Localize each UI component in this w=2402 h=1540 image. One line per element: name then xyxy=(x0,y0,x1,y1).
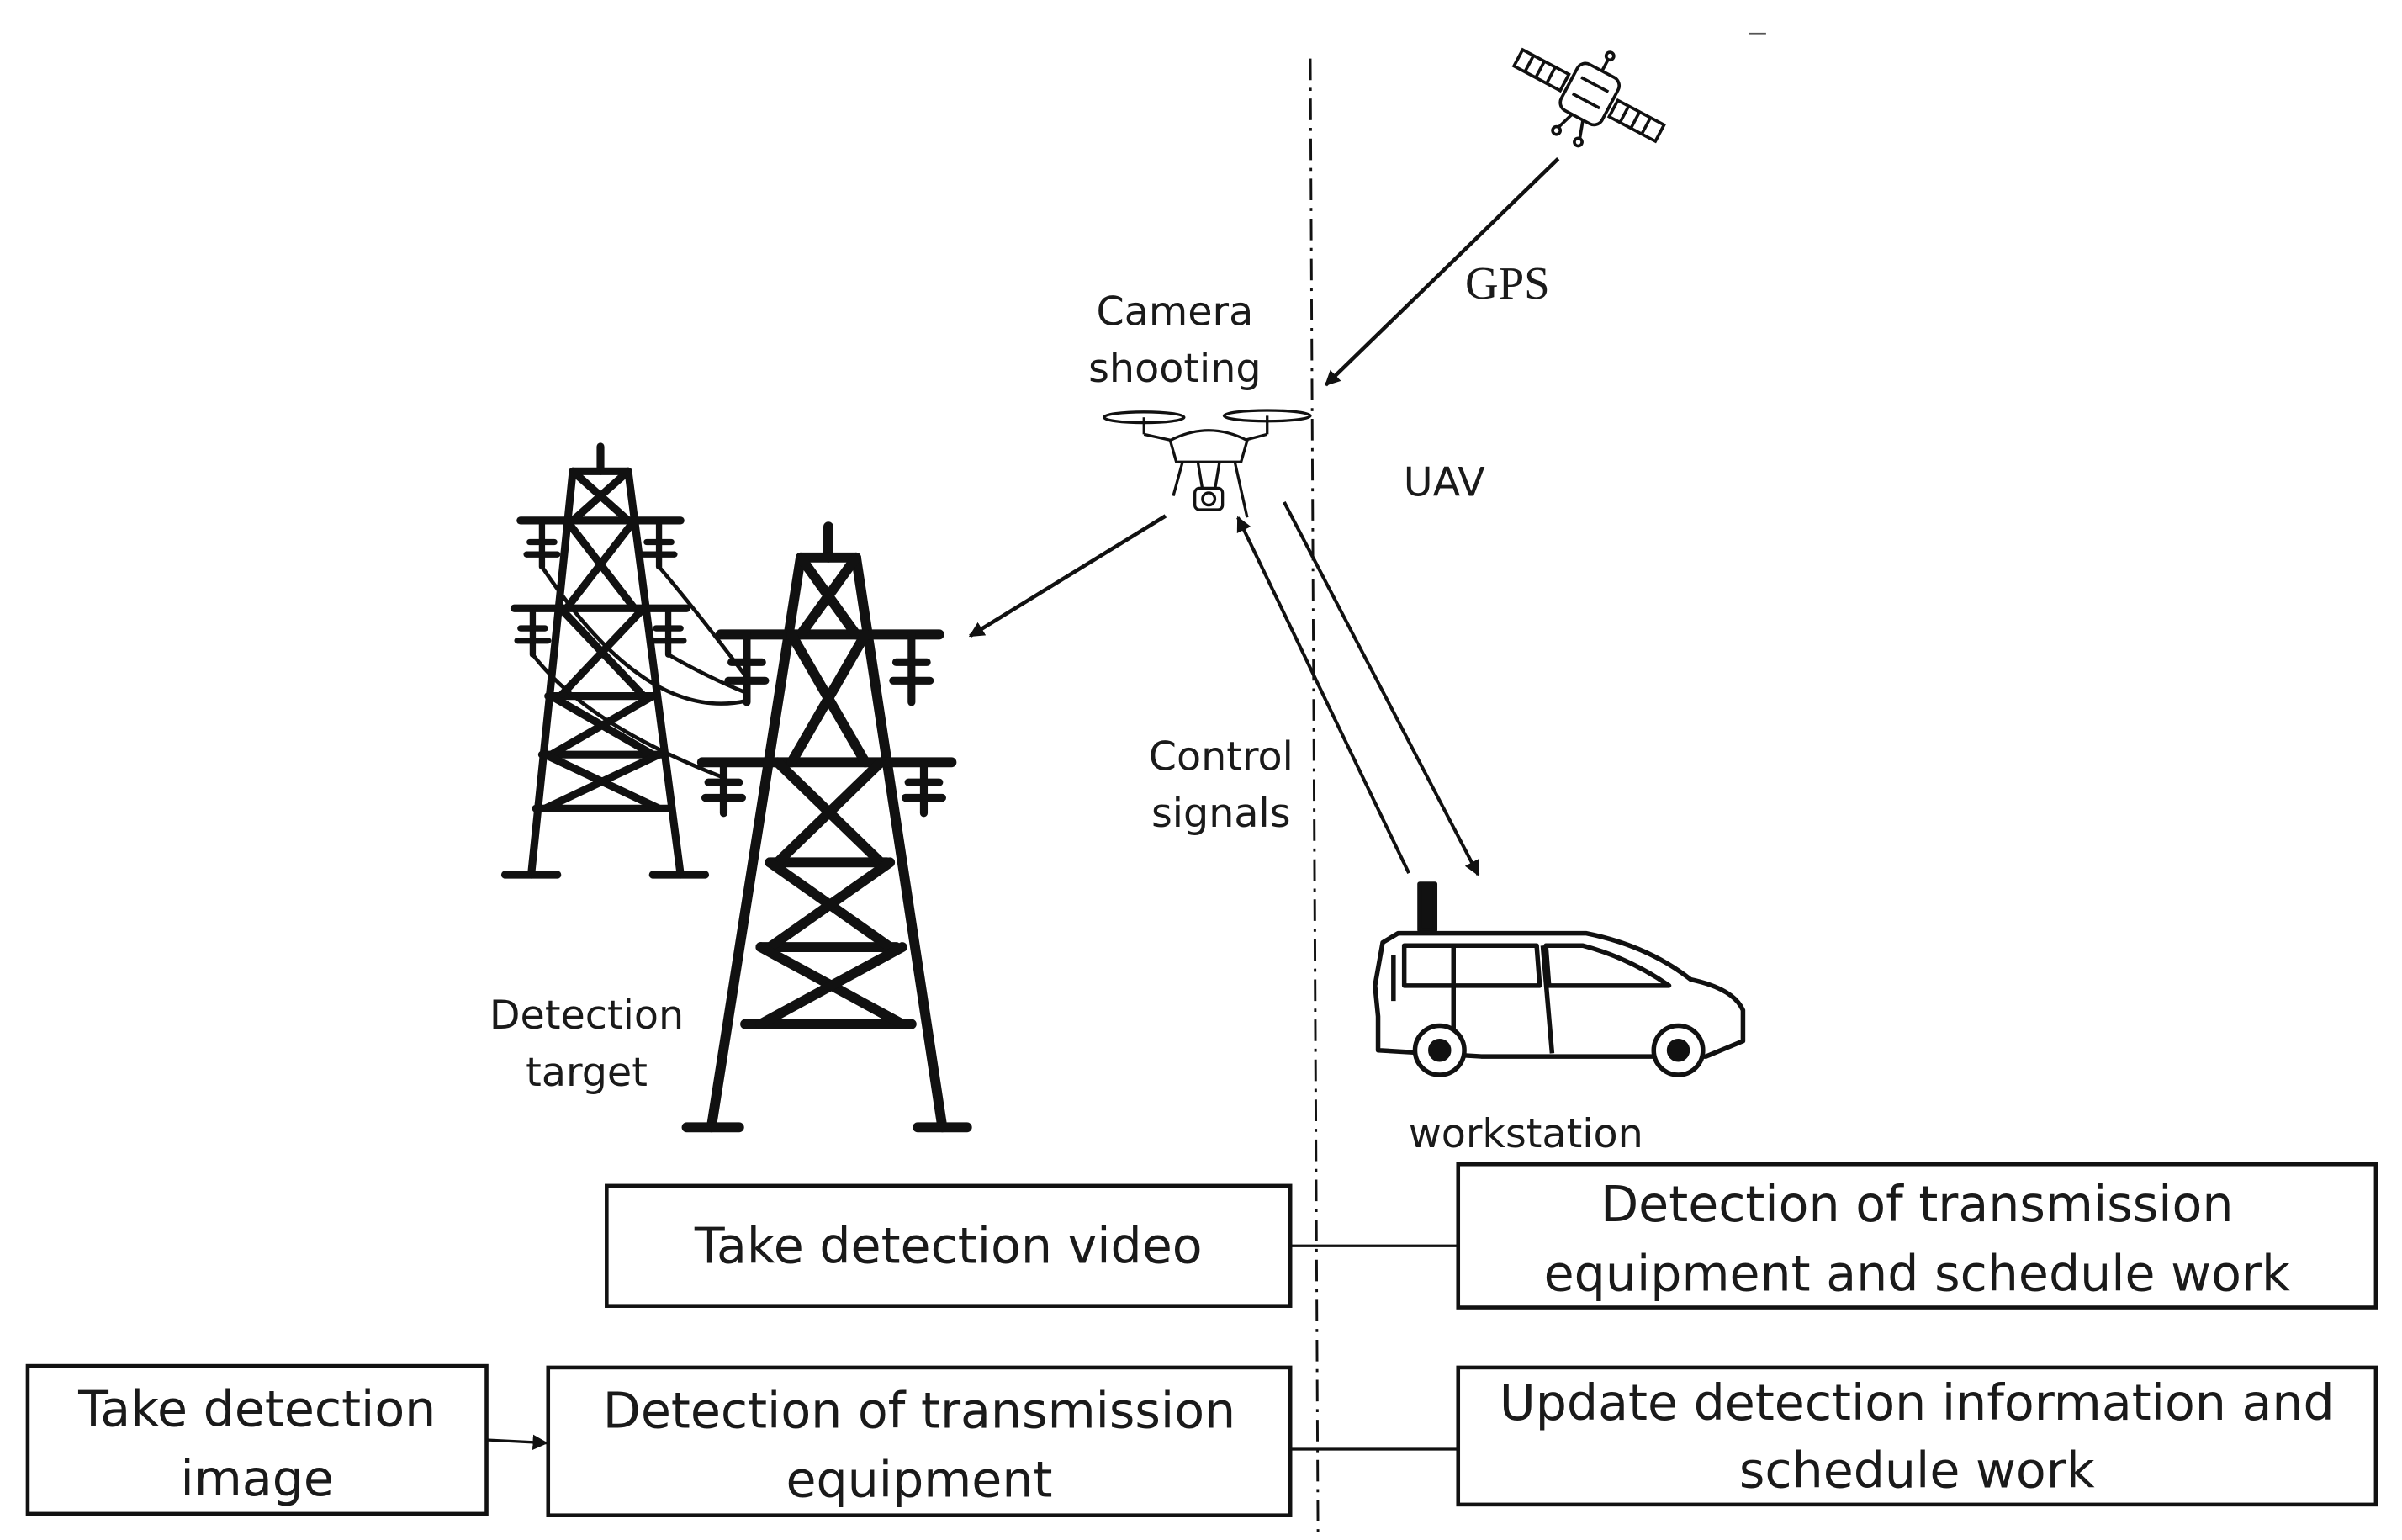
gps-arrow xyxy=(1324,156,1560,387)
take-video-box xyxy=(605,1183,1293,1308)
transmission-tower-icon xyxy=(500,442,972,1133)
camera-shooting-label-line2: shooting xyxy=(1088,346,1261,392)
camera-to-target-arrow xyxy=(968,514,1167,638)
uav-label: UAV xyxy=(1404,460,1485,506)
detect-schedule-text-line2: equipment and schedule work xyxy=(1544,1245,2290,1302)
detect-schedule-text-line1: Detection of transmission xyxy=(1600,1176,2233,1233)
satellite-icon xyxy=(1511,47,1667,148)
take-image-box xyxy=(25,1363,489,1516)
drone-icon xyxy=(1103,409,1312,518)
van-icon xyxy=(1373,881,1746,1077)
gps-label: GPS xyxy=(1465,257,1550,309)
detect-schedule-box xyxy=(1456,1162,2378,1310)
update-info-text-line2: schedule work xyxy=(1739,1442,2095,1500)
detection-target-label-line1: Detection xyxy=(489,992,684,1039)
take-image-text-line2: image xyxy=(181,1450,334,1507)
detect-equipment-text-line1: Detection of transmission xyxy=(603,1382,1235,1439)
workstation-label: workstation xyxy=(1409,1111,1643,1157)
camera-shooting-label-line1: Camera xyxy=(1096,288,1253,335)
detection-target-label-line2: target xyxy=(526,1050,648,1096)
image-to-equipment-arrow xyxy=(486,1434,548,1450)
divider-line xyxy=(1309,58,1320,1540)
take-image-text-line1: Take detection xyxy=(77,1381,436,1438)
video-downlink-arrow xyxy=(1283,500,1480,876)
update-info-text-line1: Update detection information and xyxy=(1500,1374,2335,1432)
control-signals-label-line1: Control xyxy=(1149,733,1294,780)
take-video-text: Take detection video xyxy=(694,1217,1203,1274)
update-info-box xyxy=(1456,1365,2378,1507)
control-signals-label-line2: signals xyxy=(1151,791,1291,837)
control-signal-arrow xyxy=(1236,516,1410,875)
detect-equipment-text-line2: equipment xyxy=(786,1452,1052,1509)
detect-equipment-box xyxy=(546,1365,1293,1517)
